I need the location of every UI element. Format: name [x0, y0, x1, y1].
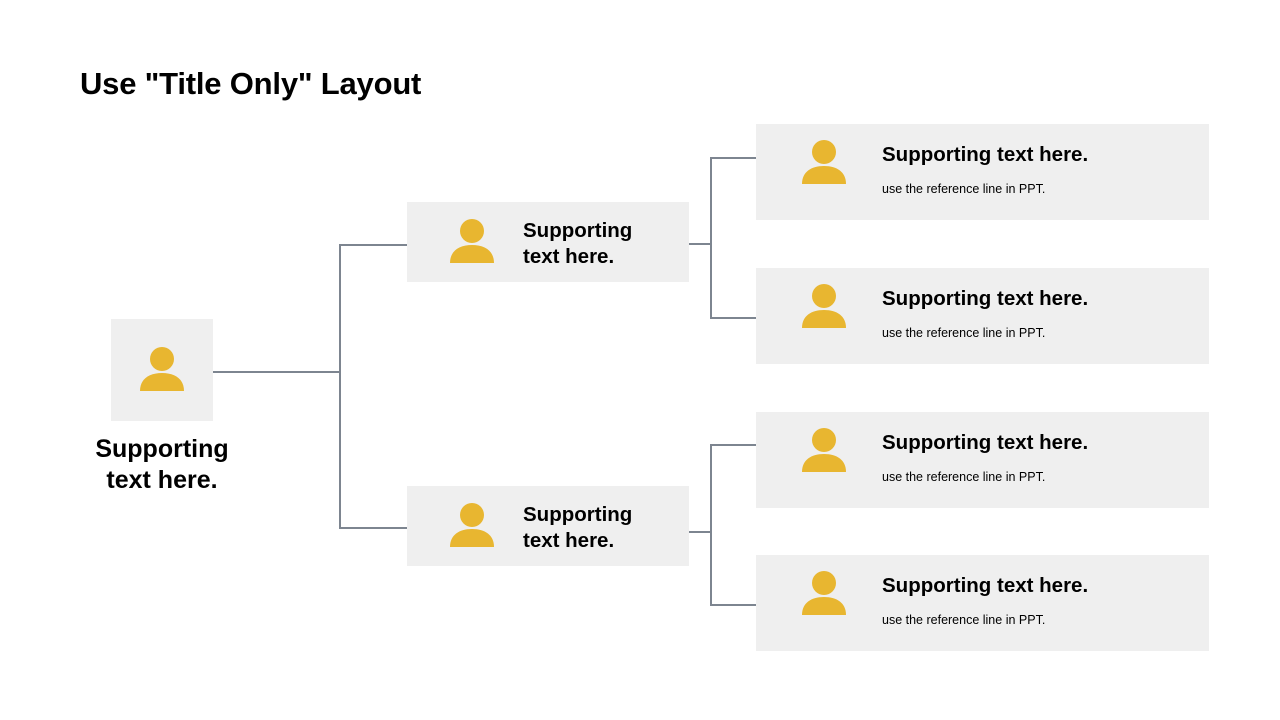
connector-branch-1-leaves: [710, 157, 756, 319]
leaf-title: Supporting text here.: [882, 574, 1089, 597]
leaf-title: Supporting text here.: [882, 287, 1089, 310]
leaf-title: Supporting text here.: [882, 143, 1089, 166]
leaf-subtitle: use the reference line in PPT.: [882, 182, 1046, 196]
branch-label: Supporting text here.: [523, 503, 633, 552]
branch-label: Supporting text here.: [523, 219, 633, 268]
branch-node-2: Supporting text here.: [407, 486, 689, 566]
person-icon: [802, 428, 846, 472]
person-icon: [802, 140, 846, 184]
branch-node-1: Supporting text here.: [407, 202, 689, 282]
leaf-title: Supporting text here.: [882, 431, 1089, 454]
root-label: Supporting text here.: [95, 435, 229, 494]
person-icon: [802, 571, 846, 615]
person-icon: [802, 284, 846, 328]
connector-root-branches: [339, 244, 407, 529]
leaf-node-1-2: Supporting text here. use the reference …: [756, 268, 1209, 364]
leaf-node-2-1: Supporting text here. use the reference …: [756, 412, 1209, 508]
leaf-node-2-2: Supporting text here. use the reference …: [756, 555, 1209, 651]
leaf-node-1-1: Supporting text here. use the reference …: [756, 124, 1209, 220]
root-node: [111, 319, 213, 421]
leaf-subtitle: use the reference line in PPT.: [882, 326, 1046, 340]
leaf-subtitle: use the reference line in PPT.: [882, 613, 1046, 627]
person-icon: [450, 503, 494, 547]
leaf-subtitle: use the reference line in PPT.: [882, 470, 1046, 484]
connector-branch-2-leaves: [710, 444, 756, 606]
person-icon: [450, 219, 494, 263]
page-title: Use "Title Only" Layout: [80, 66, 422, 101]
person-icon: [140, 347, 184, 391]
